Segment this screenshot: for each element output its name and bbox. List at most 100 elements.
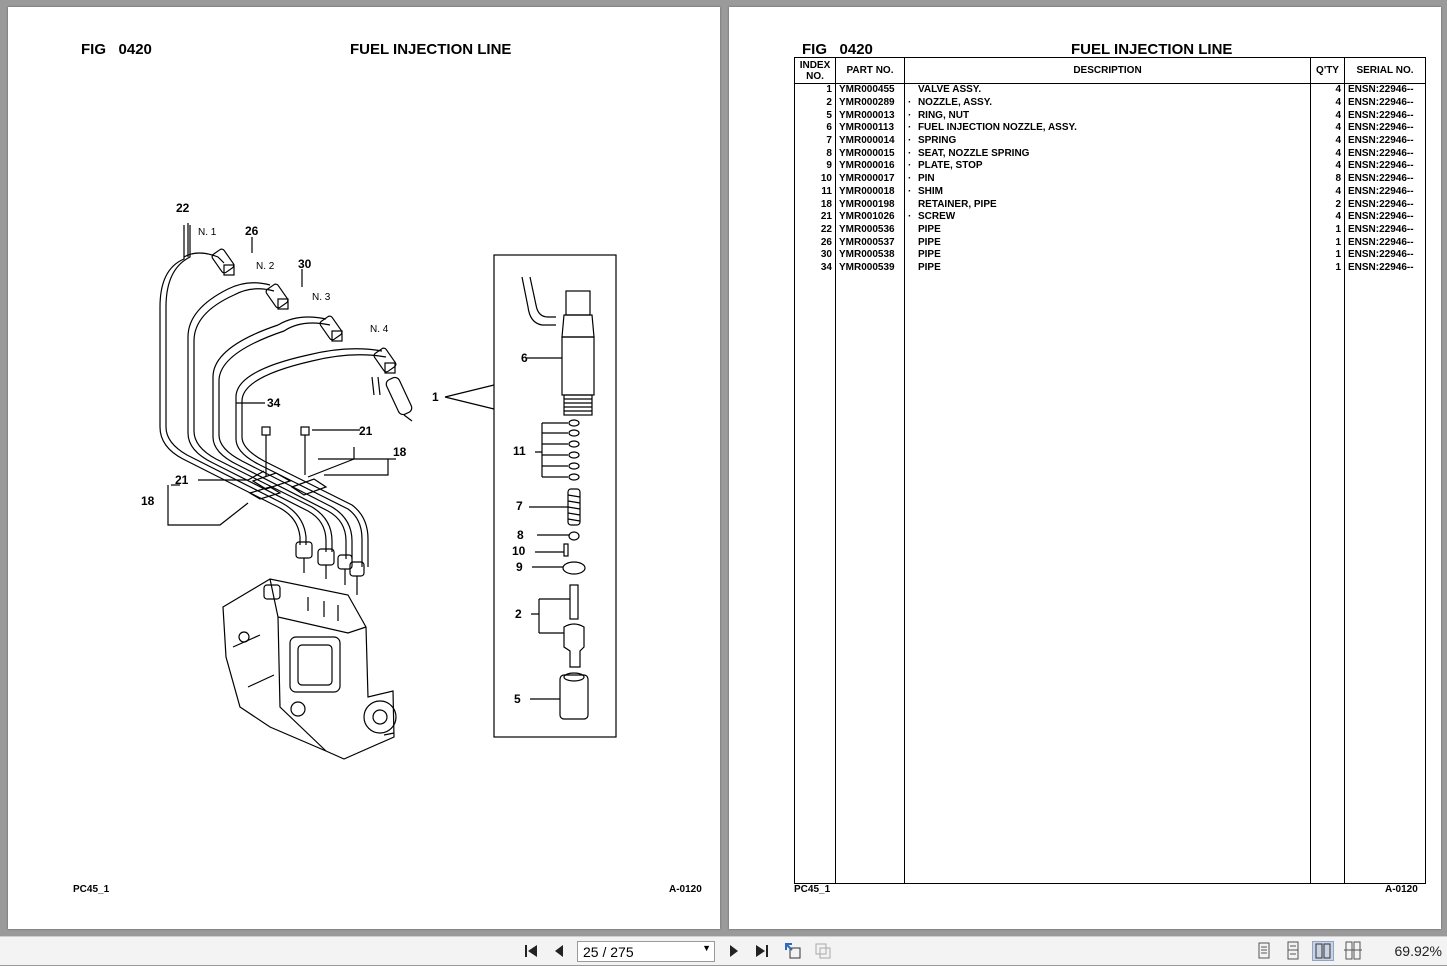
cell-index: 22 bbox=[794, 223, 836, 237]
cell-description: PIPE bbox=[903, 248, 1312, 262]
callout-7: 7 bbox=[516, 499, 523, 513]
first-page-icon[interactable] bbox=[520, 941, 542, 961]
facing-view-icon[interactable] bbox=[1312, 941, 1334, 961]
cell-qty: 4 bbox=[1310, 210, 1345, 224]
previous-page-icon[interactable] bbox=[548, 941, 570, 961]
parts-table: INDEX NO. PART NO. DESCRIPTION Q'TY SERI… bbox=[794, 57, 1426, 885]
zoom-level[interactable]: 69.92% bbox=[1394, 943, 1442, 959]
cell-qty: 8 bbox=[1310, 172, 1345, 186]
footer-code: A-0120 bbox=[1385, 884, 1418, 895]
callout-26: 26 bbox=[245, 224, 259, 238]
indent-dot: · bbox=[907, 147, 912, 159]
left-page: FIG 0420 FUEL INJECTION LINE bbox=[8, 7, 720, 929]
cell-part-no: YMR000198 bbox=[834, 198, 905, 211]
cell-part-no: YMR000536 bbox=[834, 223, 905, 237]
cell-description: PIPE bbox=[903, 223, 1312, 237]
description-text: PIPE bbox=[917, 249, 941, 261]
callout-34: 34 bbox=[267, 396, 281, 410]
cell-part-no: YMR000537 bbox=[834, 236, 905, 249]
cell-qty: 4 bbox=[1310, 83, 1345, 97]
cell-qty: 2 bbox=[1310, 198, 1345, 211]
cell-description: RETAINER, PIPE bbox=[903, 198, 1312, 211]
cell-index: 10 bbox=[794, 172, 836, 186]
table-header: INDEX NO. PART NO. DESCRIPTION Q'TY SERI… bbox=[794, 57, 1426, 84]
cell-serial: ENSN:22946-- bbox=[1344, 160, 1426, 173]
viewer-toolbar: 25 / 275 ▼ 69.92% bbox=[0, 936, 1447, 965]
description-text: NOZZLE, ASSY. bbox=[917, 97, 993, 109]
callout-2: 2 bbox=[515, 607, 522, 621]
cell-qty: 4 bbox=[1310, 122, 1345, 135]
single-page-view-icon[interactable] bbox=[1253, 941, 1275, 961]
page-title: FUEL INJECTION LINE bbox=[350, 41, 512, 58]
chevron-down-icon[interactable]: ▼ bbox=[702, 943, 711, 953]
callout-n1: N. 1 bbox=[198, 227, 217, 238]
cell-description: ·SEAT, NOZZLE SPRING bbox=[903, 147, 1312, 161]
fig-label: FIG 0420 bbox=[802, 41, 873, 58]
next-page-icon[interactable] bbox=[723, 941, 745, 961]
continuous-facing-view-icon[interactable] bbox=[1342, 941, 1364, 961]
cell-qty: 1 bbox=[1310, 236, 1345, 249]
cell-part-no: YMR000539 bbox=[834, 261, 905, 275]
indent-dot: · bbox=[907, 109, 912, 121]
cell-part-no: YMR000538 bbox=[834, 248, 905, 262]
cell-description: ·NOZZLE, ASSY. bbox=[903, 96, 1312, 110]
page-number-input[interactable]: 25 / 275 ▼ bbox=[577, 941, 715, 962]
callout-22: 22 bbox=[176, 201, 190, 215]
fig-label: FIG 0420 bbox=[81, 41, 152, 58]
cell-serial: ENSN:22946-- bbox=[1344, 172, 1426, 186]
callout-6: 6 bbox=[521, 351, 528, 365]
cell-description: ·SCREW bbox=[903, 210, 1312, 224]
cell-description: ·PLATE, STOP bbox=[903, 160, 1312, 173]
description-text: PIPE bbox=[917, 261, 941, 273]
cell-index: 34 bbox=[794, 261, 836, 275]
continuous-view-icon[interactable] bbox=[1282, 941, 1304, 961]
cell-part-no: YMR000014 bbox=[834, 134, 905, 148]
callout-5: 5 bbox=[514, 692, 521, 706]
cell-index: 18 bbox=[794, 198, 836, 211]
col-index-header: INDEX NO. bbox=[794, 57, 836, 84]
cell-qty: 4 bbox=[1310, 109, 1345, 123]
callout-21b: 21 bbox=[175, 473, 189, 487]
cell-description: ·RING, NUT bbox=[903, 109, 1312, 123]
footer-model: PC45_1 bbox=[794, 884, 831, 895]
page-title: FUEL INJECTION LINE bbox=[1071, 41, 1233, 58]
cell-part-no: YMR000016 bbox=[834, 160, 905, 173]
description-text: FUEL INJECTION NOZZLE, ASSY. bbox=[917, 122, 1077, 134]
cell-description: PIPE bbox=[903, 236, 1312, 249]
cell-qty: 1 bbox=[1310, 248, 1345, 262]
cell-description: ·SHIM bbox=[903, 185, 1312, 199]
callout-n3: N. 3 bbox=[312, 292, 331, 303]
cell-serial: ENSN:22946-- bbox=[1344, 210, 1426, 224]
cell-serial: ENSN:22946-- bbox=[1344, 223, 1426, 237]
cell-part-no: YMR000017 bbox=[834, 172, 905, 186]
cell-part-no: YMR000455 bbox=[834, 83, 905, 97]
cell-description: PIPE bbox=[903, 261, 1312, 275]
cell-qty: 4 bbox=[1310, 96, 1345, 110]
cell-serial: ENSN:22946-- bbox=[1344, 236, 1426, 249]
cell-description: VALVE ASSY. bbox=[903, 83, 1312, 97]
description-text: PIPE bbox=[917, 223, 941, 235]
go-back-icon[interactable] bbox=[782, 941, 804, 961]
cell-qty: 4 bbox=[1310, 134, 1345, 148]
callout-18b: 18 bbox=[141, 494, 155, 508]
cell-index: 1 bbox=[794, 83, 836, 97]
cell-serial: ENSN:22946-- bbox=[1344, 261, 1426, 275]
fuel-injection-diagram: 22 N. 1 26 N. 2 30 N. 3 N. 4 34 1 21 18 … bbox=[141, 201, 617, 760]
col-serial-header: SERIAL NO. bbox=[1344, 57, 1426, 84]
right-page: FIG 0420 FUEL INJECTION LINE INDEX NO. P… bbox=[729, 7, 1441, 929]
go-forward-icon[interactable] bbox=[812, 941, 834, 961]
cell-index: 2 bbox=[794, 96, 836, 110]
last-page-icon[interactable] bbox=[751, 941, 773, 961]
cell-index: 5 bbox=[794, 109, 836, 123]
cell-part-no: YMR000018 bbox=[834, 185, 905, 199]
